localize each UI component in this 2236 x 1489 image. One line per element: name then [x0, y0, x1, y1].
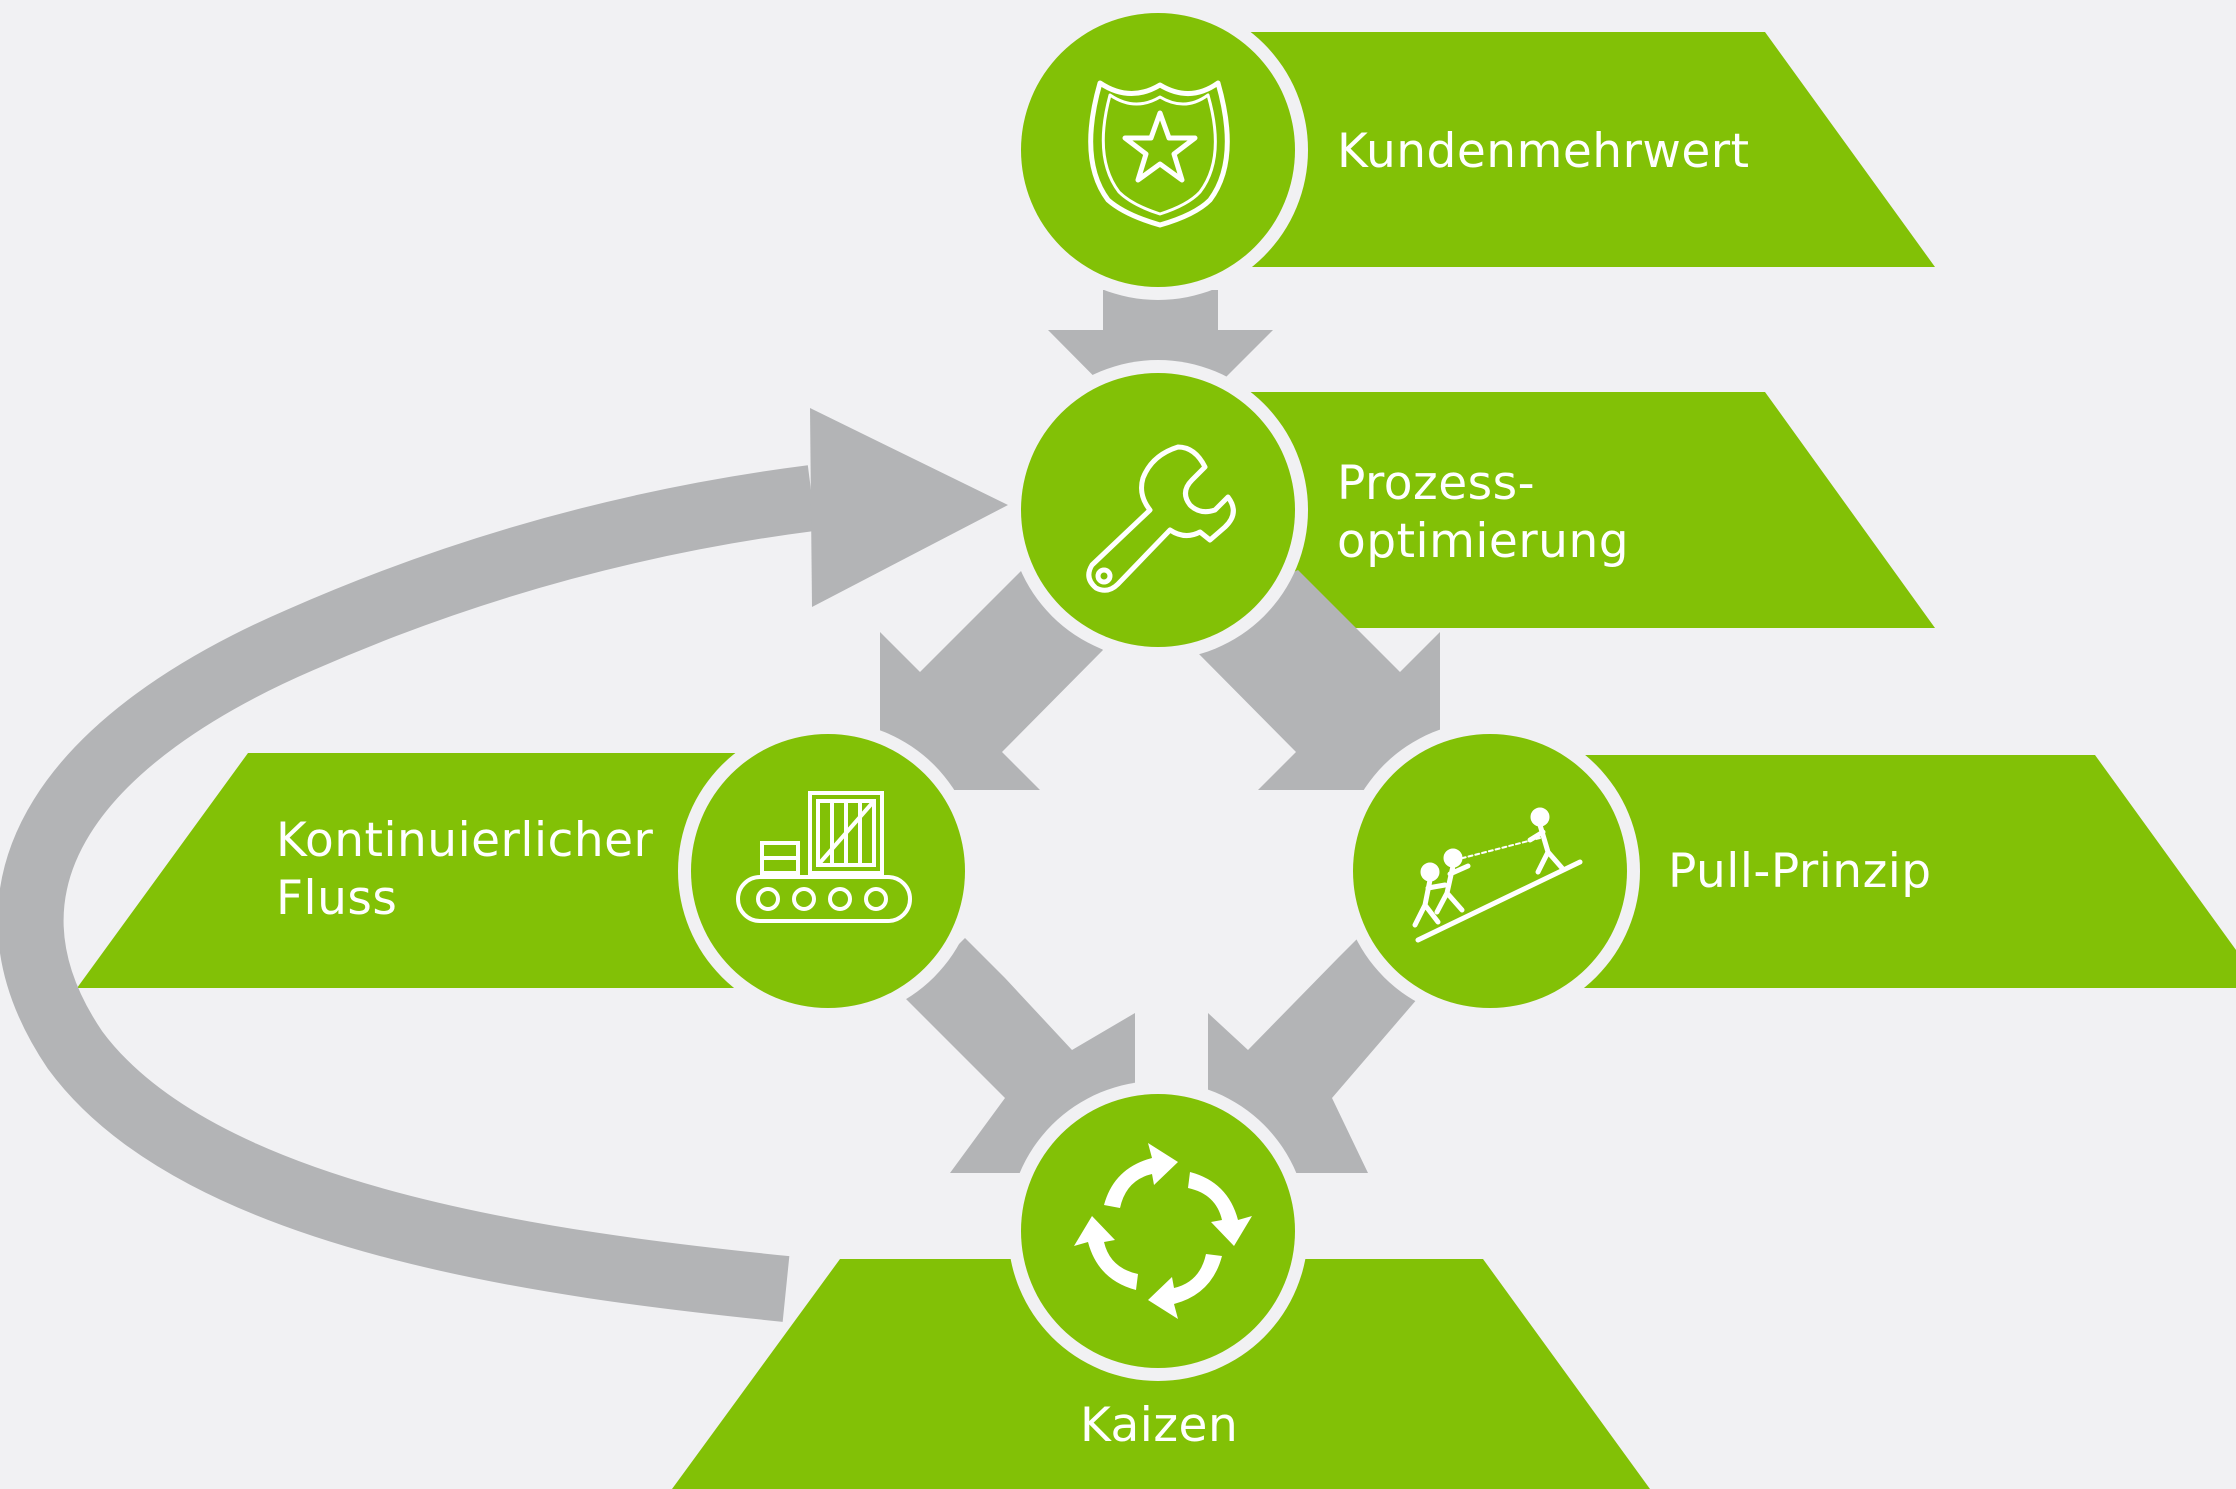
wrench-icon: [1086, 444, 1236, 593]
banner-pull-prinzip: [1560, 755, 2236, 988]
banner-kontinuierlicher-fluss: [77, 753, 780, 988]
label-kaizen-text: Kaizen: [1080, 1398, 1239, 1453]
arrow-prozess-to-pull: [1195, 570, 1440, 790]
conveyor-crate-icon: [736, 791, 912, 923]
label-fluss-line1: Kontinuierlicher: [276, 813, 654, 868]
arrow-pull-to-kaizen: [1208, 938, 1418, 1173]
node-pull-prinzip: [1340, 721, 1640, 1021]
label-kontinuierlicher-fluss: Kontinuierlicher Fluss: [276, 812, 653, 928]
node-kundenmehrwert: [1008, 0, 1308, 300]
label-kundenmehrwert-text: Kundenmehrwert: [1337, 124, 1750, 179]
shield-star-icon: [1088, 80, 1230, 228]
feedback-loop-arrow: [0, 465, 817, 1322]
people-pulling-rope-icon: [1412, 807, 1583, 943]
node-kontinuierlicher-fluss: [678, 721, 978, 1021]
node-prozessoptimierung: [1008, 360, 1308, 660]
label-prozessoptimierung: Prozess- optimierung: [1337, 455, 1629, 571]
label-kundenmehrwert: Kundenmehrwert: [1337, 123, 1750, 181]
banner-prozessoptimierung: [1240, 392, 1935, 628]
label-prozess-line1: Prozess-: [1337, 456, 1536, 511]
feedback-loop-arrowhead: [810, 408, 1008, 607]
banner-kundenmehrwert: [1240, 32, 1935, 267]
label-pull-prinzip: Pull-Prinzip: [1668, 843, 1932, 901]
label-kaizen: Kaizen: [1080, 1397, 1238, 1455]
label-fluss-line2: Fluss: [276, 871, 398, 926]
label-pull-prinzip-text: Pull-Prinzip: [1668, 844, 1932, 899]
arrow-prozess-to-fluss: [880, 570, 1103, 790]
label-prozess-line2: optimierung: [1337, 514, 1630, 569]
cycle-arrows-icon: [1074, 1143, 1252, 1319]
node-kaizen: [1008, 1081, 1308, 1381]
